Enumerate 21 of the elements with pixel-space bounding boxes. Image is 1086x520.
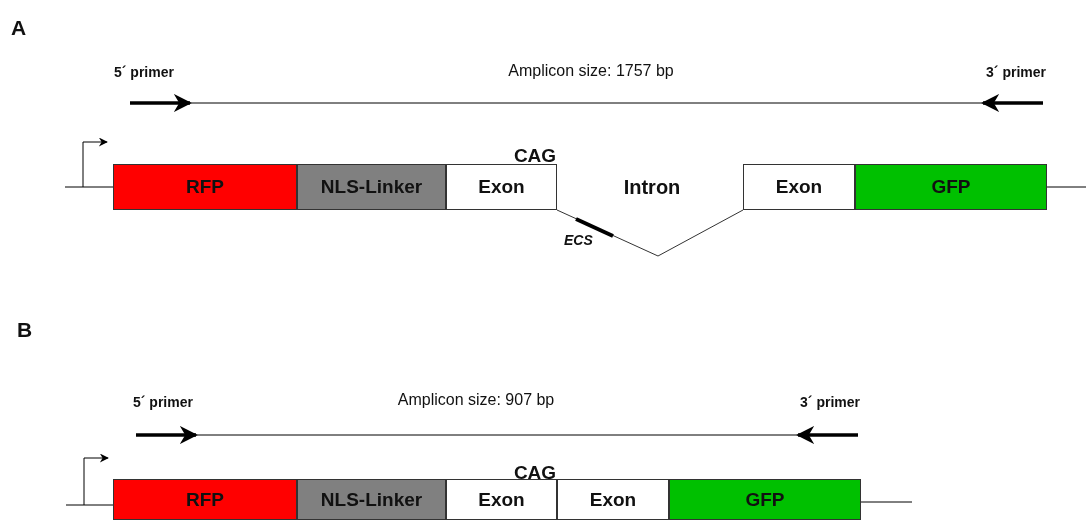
annotation-label: 5´ primer [133, 394, 193, 410]
gene-segment: Exon [446, 479, 557, 520]
gene-segment: Exon [557, 479, 669, 520]
gene-segment: RFP [113, 479, 297, 520]
annotation-label: 3´ primer [800, 394, 860, 410]
annotation-label: 5´ primer [114, 64, 174, 80]
gene-segment: NLS-Linker [297, 479, 446, 520]
annotation-label: 3´ primer [986, 64, 1046, 80]
annotation-label: Amplicon size: 1757 bp [508, 62, 674, 80]
panel-letter: A [11, 16, 27, 40]
gene-segment: GFP [669, 479, 861, 520]
gene-segment: NLS-Linker [297, 164, 446, 210]
annotation-label: CAG [513, 145, 557, 167]
gene-segment: GFP [855, 164, 1047, 210]
panel-letter: B [17, 318, 33, 342]
edge-label: ECS [564, 232, 593, 248]
annotation-label: Intron [623, 176, 681, 199]
gene-segment: RFP [113, 164, 297, 210]
gene-segment: Exon [446, 164, 557, 210]
gene-segment: Exon [743, 164, 855, 210]
annotation-label: Amplicon size: 907 bp [397, 391, 555, 409]
